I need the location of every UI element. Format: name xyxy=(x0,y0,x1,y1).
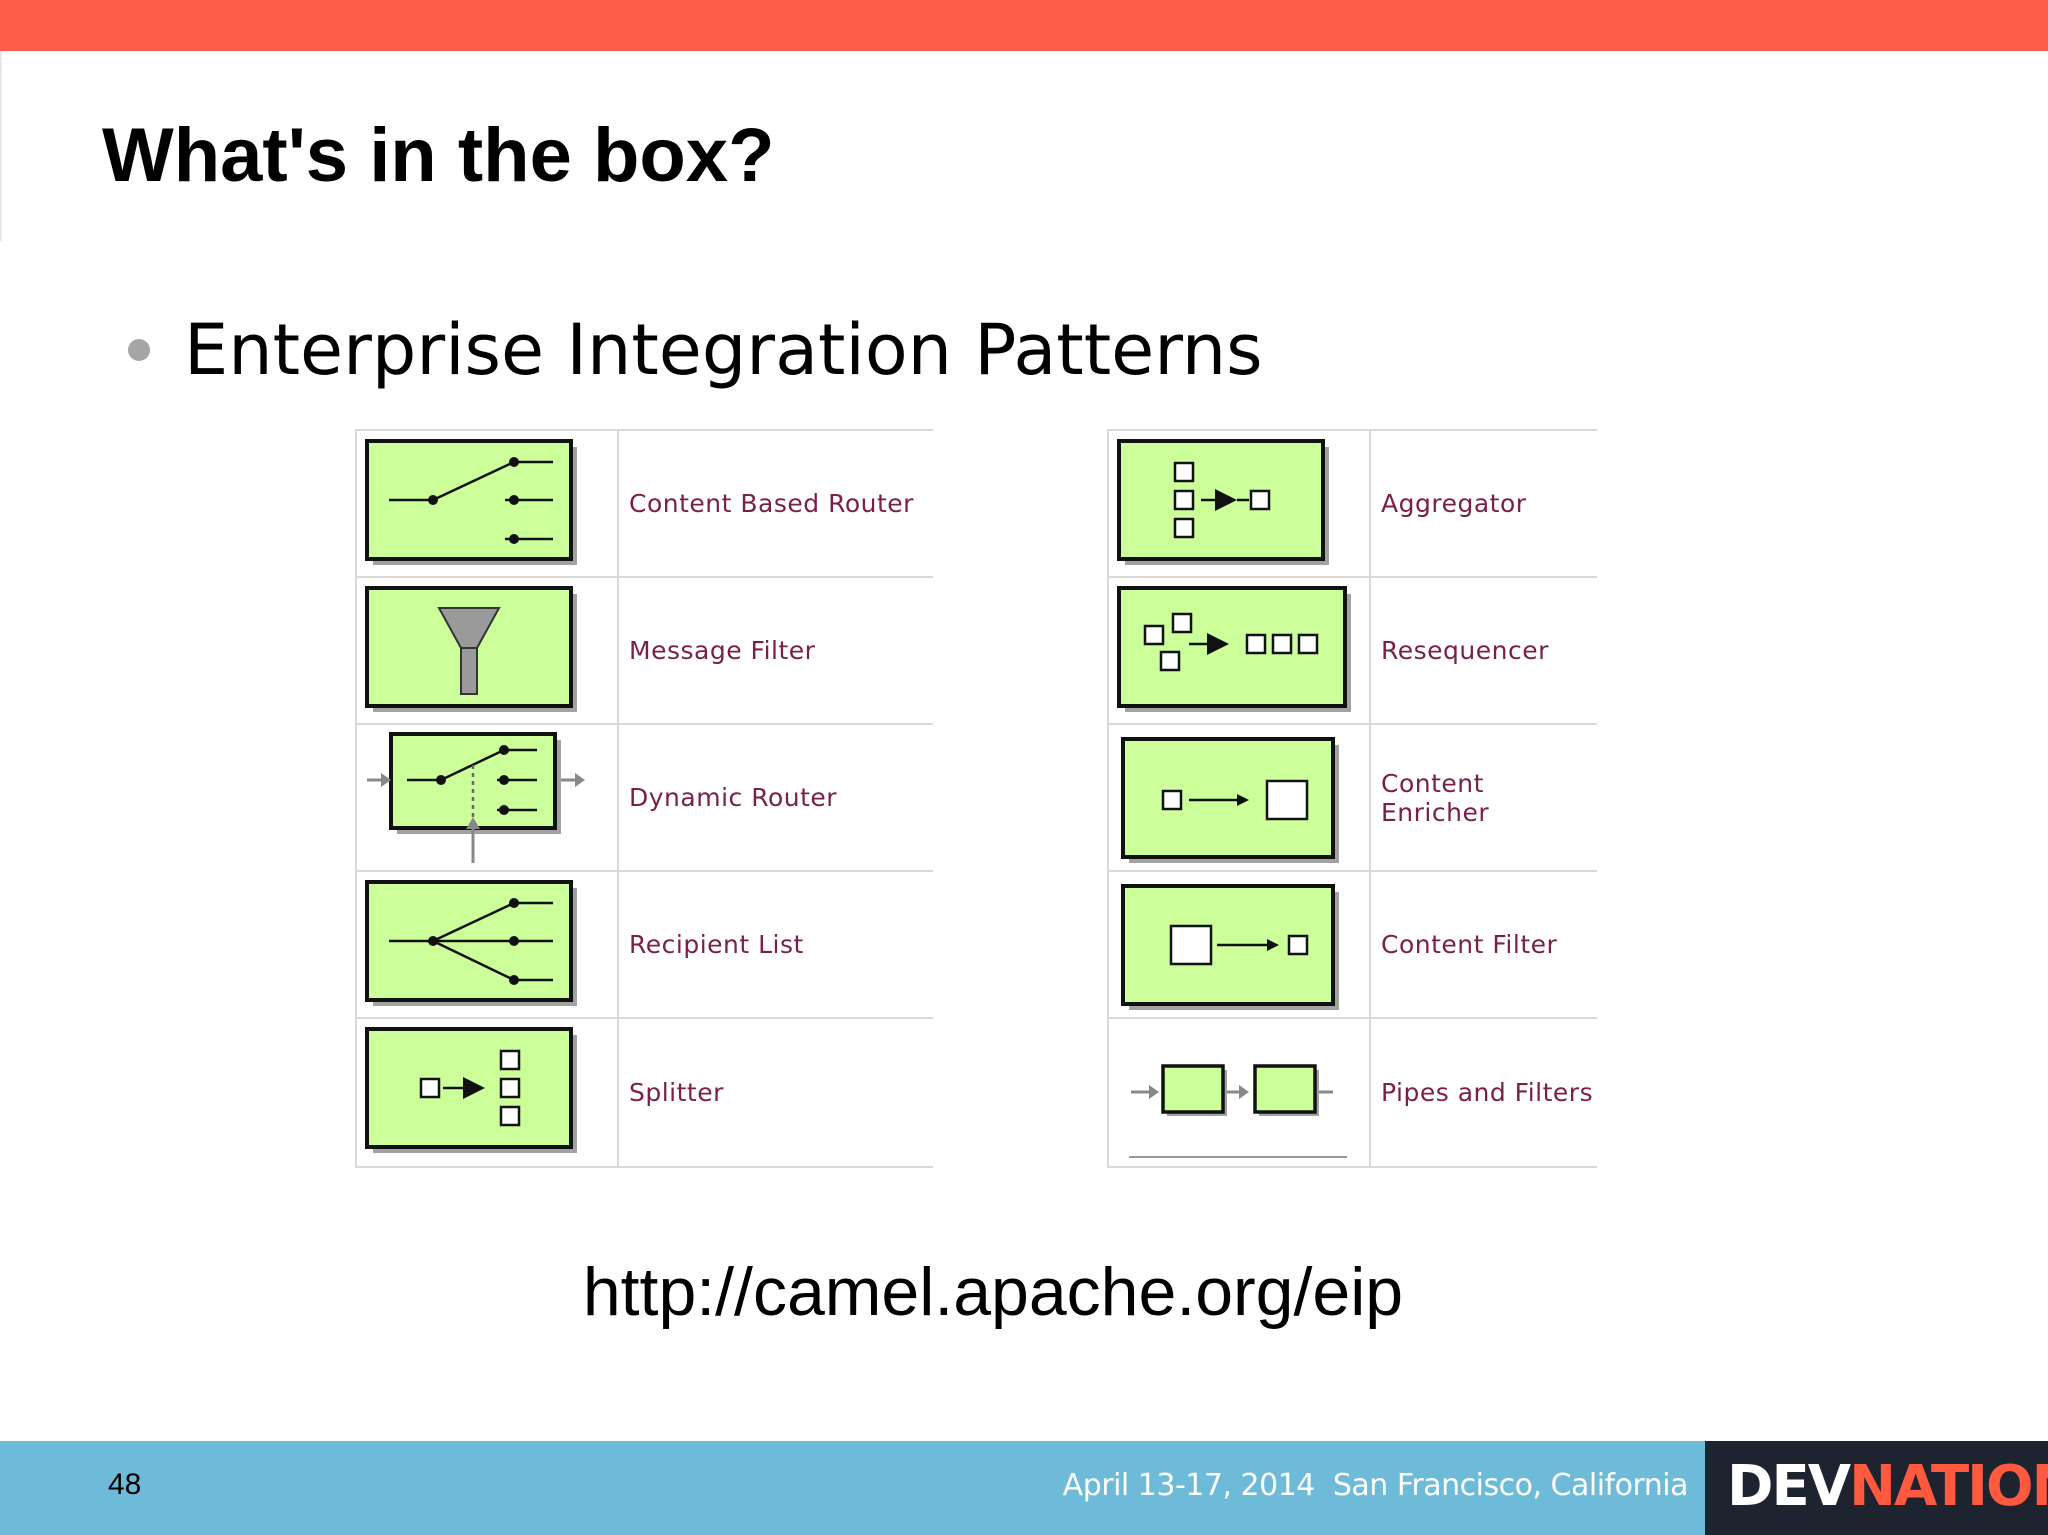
table-row: Resequencer xyxy=(1109,578,1597,725)
pattern-label: Splitter xyxy=(629,1078,724,1107)
eip-table-right: Aggregator Resequencer xyxy=(1107,429,1597,1168)
pattern-label: Dynamic Router xyxy=(629,783,838,812)
pattern-label: Content Based Router xyxy=(629,489,914,518)
table-row: Content Based Router xyxy=(357,431,933,578)
bullet-dot-icon xyxy=(128,339,150,361)
logo-dev-text: DEV xyxy=(1727,1454,1851,1519)
resequencer-icon xyxy=(1117,586,1351,712)
table-row: Content Filter xyxy=(1109,872,1597,1019)
pattern-label: Content Filter xyxy=(1381,930,1558,959)
content-enricher-icon xyxy=(1121,737,1339,863)
devnation-logo: DEVNATION xyxy=(1705,1441,2048,1535)
message-filter-icon xyxy=(365,586,577,712)
table-row: Aggregator xyxy=(1109,431,1597,578)
content-based-router-icon xyxy=(365,439,577,565)
pattern-label: Pipes and Filters xyxy=(1381,1078,1594,1107)
table-row: Recipient List xyxy=(357,872,933,1019)
table-row: Pipes and Filters xyxy=(1109,1019,1597,1166)
eip-table-left: Content Based Router Message Filter xyxy=(355,429,933,1168)
event-info: April 13-17, 2014 San Francisco, Californ… xyxy=(1062,1468,1689,1503)
logo-nation-text: NATION xyxy=(1849,1454,2048,1519)
bullet-item: Enterprise Integration Patterns xyxy=(128,315,1263,385)
pattern-label: Message Filter xyxy=(629,636,816,665)
bullet-text: Enterprise Integration Patterns xyxy=(184,309,1263,391)
pattern-label: Recipient List xyxy=(629,930,804,959)
page-number: 48 xyxy=(108,1468,142,1501)
slide-title: What's in the box? xyxy=(102,113,775,198)
pattern-label: Aggregator xyxy=(1381,489,1527,518)
table-row: Content Enricher xyxy=(1109,725,1597,872)
event-location: San Francisco, California xyxy=(1332,1468,1689,1503)
aggregator-icon xyxy=(1117,439,1329,565)
table-row: Splitter xyxy=(357,1019,933,1166)
pattern-label: Content Enricher xyxy=(1381,768,1490,827)
left-rule xyxy=(0,51,2,241)
table-row: Message Filter xyxy=(357,578,933,725)
content-filter-icon xyxy=(1121,884,1339,1010)
top-accent-bar xyxy=(0,0,2048,51)
pattern-label: Resequencer xyxy=(1381,636,1549,665)
table-row: Dynamic Router xyxy=(357,725,933,872)
eip-url-link[interactable]: http://camel.apache.org/eip xyxy=(582,1254,1404,1330)
dynamic-router-icon xyxy=(367,732,585,863)
pipes-and-filters-icon xyxy=(1129,1064,1347,1158)
splitter-icon xyxy=(365,1027,577,1153)
event-dates: April 13-17, 2014 xyxy=(1062,1468,1316,1503)
recipient-list-icon xyxy=(365,880,577,1006)
